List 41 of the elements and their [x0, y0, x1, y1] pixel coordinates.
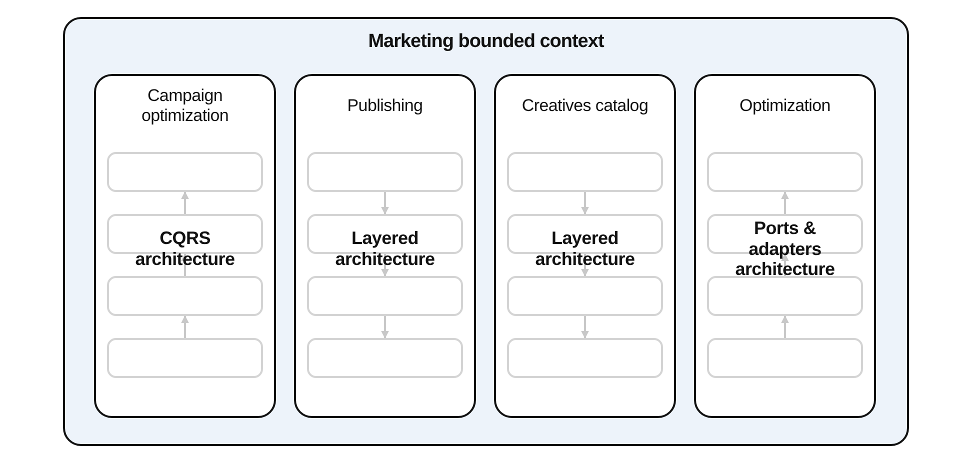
arrow [181, 253, 189, 276]
service-panel [694, 74, 876, 418]
service-panel [494, 74, 676, 418]
arrow [581, 254, 589, 277]
service-name: Creatives catalog [520, 96, 650, 116]
arrow [181, 191, 189, 214]
arrow [581, 316, 589, 339]
architecture-label: Ports & adapters architecture [722, 218, 848, 280]
service-panel [94, 74, 276, 418]
arrow [181, 315, 189, 338]
arrow [581, 192, 589, 215]
arrow [381, 192, 389, 215]
service-name: Campaign optimization [140, 86, 230, 127]
arrow [381, 316, 389, 339]
architecture-label: Layered architecture [322, 228, 448, 270]
layer-box [307, 214, 463, 254]
arrow [781, 253, 789, 276]
service-name: Optimization [738, 96, 832, 116]
layer-box [307, 152, 463, 192]
arrow [781, 191, 789, 214]
architecture-label: Layered architecture [522, 228, 648, 270]
arrow [381, 254, 389, 277]
layer-box [707, 338, 863, 378]
layer-box [107, 152, 263, 192]
layer-box [307, 276, 463, 316]
layer-box [107, 338, 263, 378]
arrow [781, 315, 789, 338]
service-name: Publishing [346, 96, 424, 116]
layer-box [507, 214, 663, 254]
layer-box [707, 276, 863, 316]
layer-box [107, 276, 263, 316]
layer-box [507, 276, 663, 316]
layer-box [707, 152, 863, 192]
layer-box [107, 214, 263, 254]
architecture-label: CQRS architecture [122, 228, 248, 270]
layer-box [507, 338, 663, 378]
context-container [63, 17, 909, 446]
service-panel [294, 74, 476, 418]
layer-box [307, 338, 463, 378]
layer-box [507, 152, 663, 192]
context-title: Marketing bounded context [367, 31, 606, 53]
